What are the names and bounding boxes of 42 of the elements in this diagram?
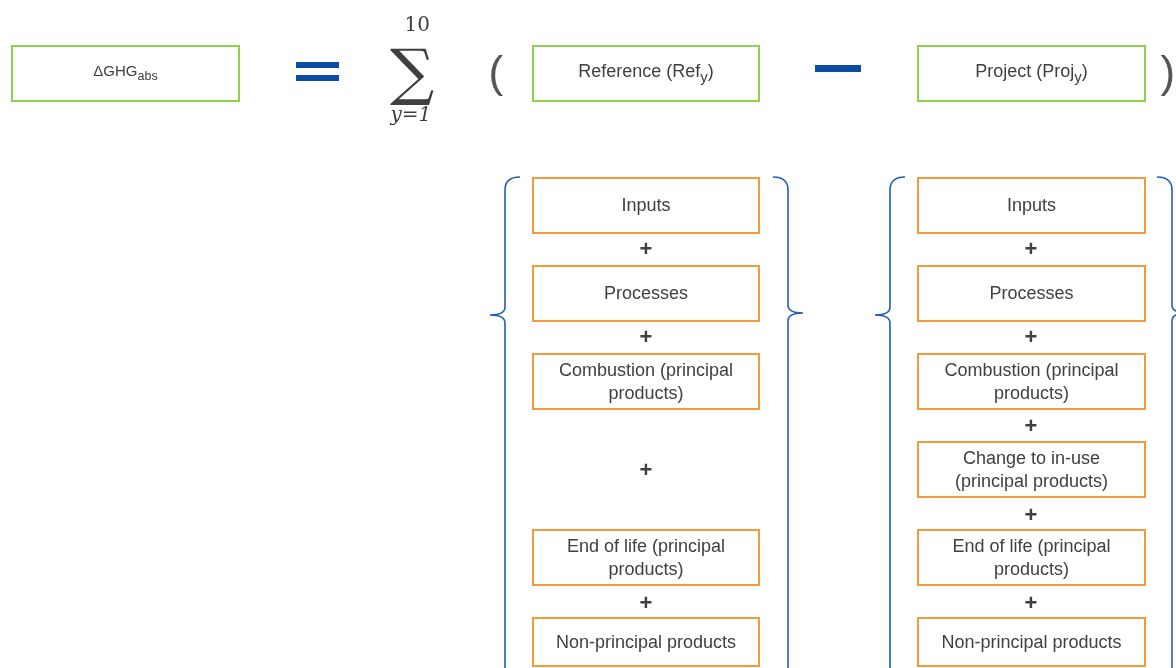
plus-sign: + [1024, 415, 1038, 437]
result-box [11, 45, 240, 102]
component-box [917, 529, 1146, 586]
plus-sign: + [1024, 504, 1038, 526]
box-label: Reference (Ref$_{y}$) [578, 60, 714, 87]
plus-sign: + [639, 592, 653, 614]
plus-sign: + [639, 326, 653, 348]
box-label: Processes [989, 282, 1074, 305]
plus-sign: + [1024, 238, 1038, 260]
box-label: End of life (principal products) [565, 535, 727, 580]
component-box [532, 529, 760, 586]
plus-sign: + [1024, 592, 1038, 614]
box-label: Non-principal products [555, 630, 737, 654]
plus-sign: + [639, 238, 653, 260]
component-box [532, 617, 760, 667]
component-box [917, 265, 1146, 322]
box-label: Processes [603, 282, 688, 305]
component-box [917, 353, 1146, 410]
component-box [532, 265, 760, 322]
component-box [532, 353, 760, 410]
box-label: Non-principal products [941, 630, 1122, 654]
component-box [917, 177, 1146, 234]
plus-sign: + [1024, 326, 1038, 348]
reference-box [532, 45, 760, 102]
box-label: Change to in-use (principal products) [953, 447, 1110, 492]
parenthesis: ( [488, 50, 504, 94]
box-label: Project (Proj$_{y}$) [975, 60, 1088, 87]
box-label: End of life (principal products) [951, 535, 1112, 580]
summation-limit: 10 [404, 14, 430, 34]
box-label: ΔGHG$_{abs}$ [93, 62, 158, 85]
box-label: Inputs [1006, 194, 1056, 217]
box-label: Combustion (principal products) [943, 359, 1120, 404]
summation-index: y=1 [390, 104, 432, 124]
parenthesis: ) [1160, 50, 1176, 94]
component-box [917, 441, 1146, 498]
summation-sign: ∑ [390, 41, 435, 103]
plus-sign: + [639, 459, 653, 481]
component-box [917, 617, 1146, 667]
component-box [532, 177, 760, 234]
box-label: Combustion (principal products) [557, 359, 735, 404]
box-label: Inputs [621, 194, 671, 217]
project-box [917, 45, 1146, 102]
